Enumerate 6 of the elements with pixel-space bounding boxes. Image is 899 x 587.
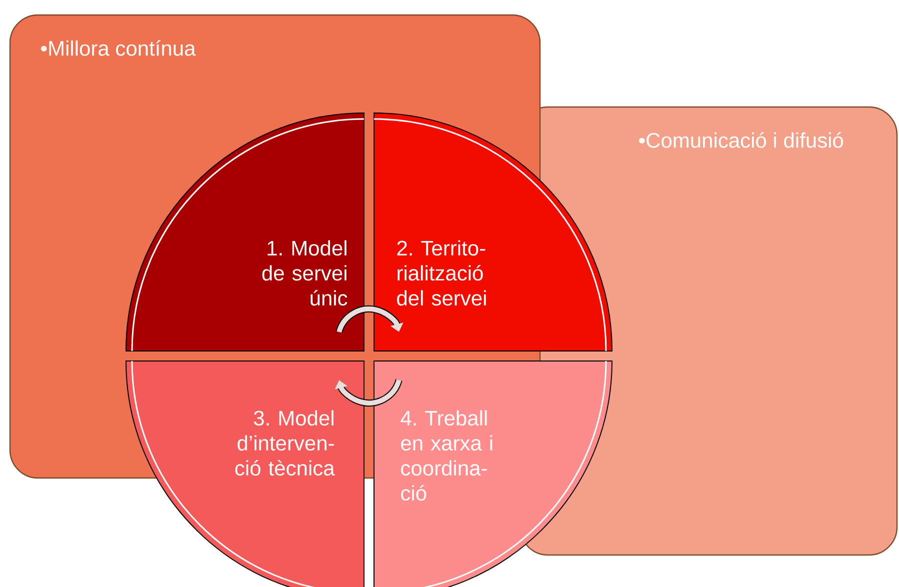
curved-arrow <box>334 379 402 406</box>
pie-quadrant: 1. Model de servei únic <box>126 112 364 352</box>
pie-quadrant: 3. Model d’interven-ció tècnica <box>126 360 364 587</box>
pie-quadrant: 2. Territo-rialització del servei <box>374 112 612 352</box>
pie-quadrant: 4. Treball en xarxa i coordina-ció <box>374 360 612 587</box>
curved-arrow <box>336 306 404 333</box>
